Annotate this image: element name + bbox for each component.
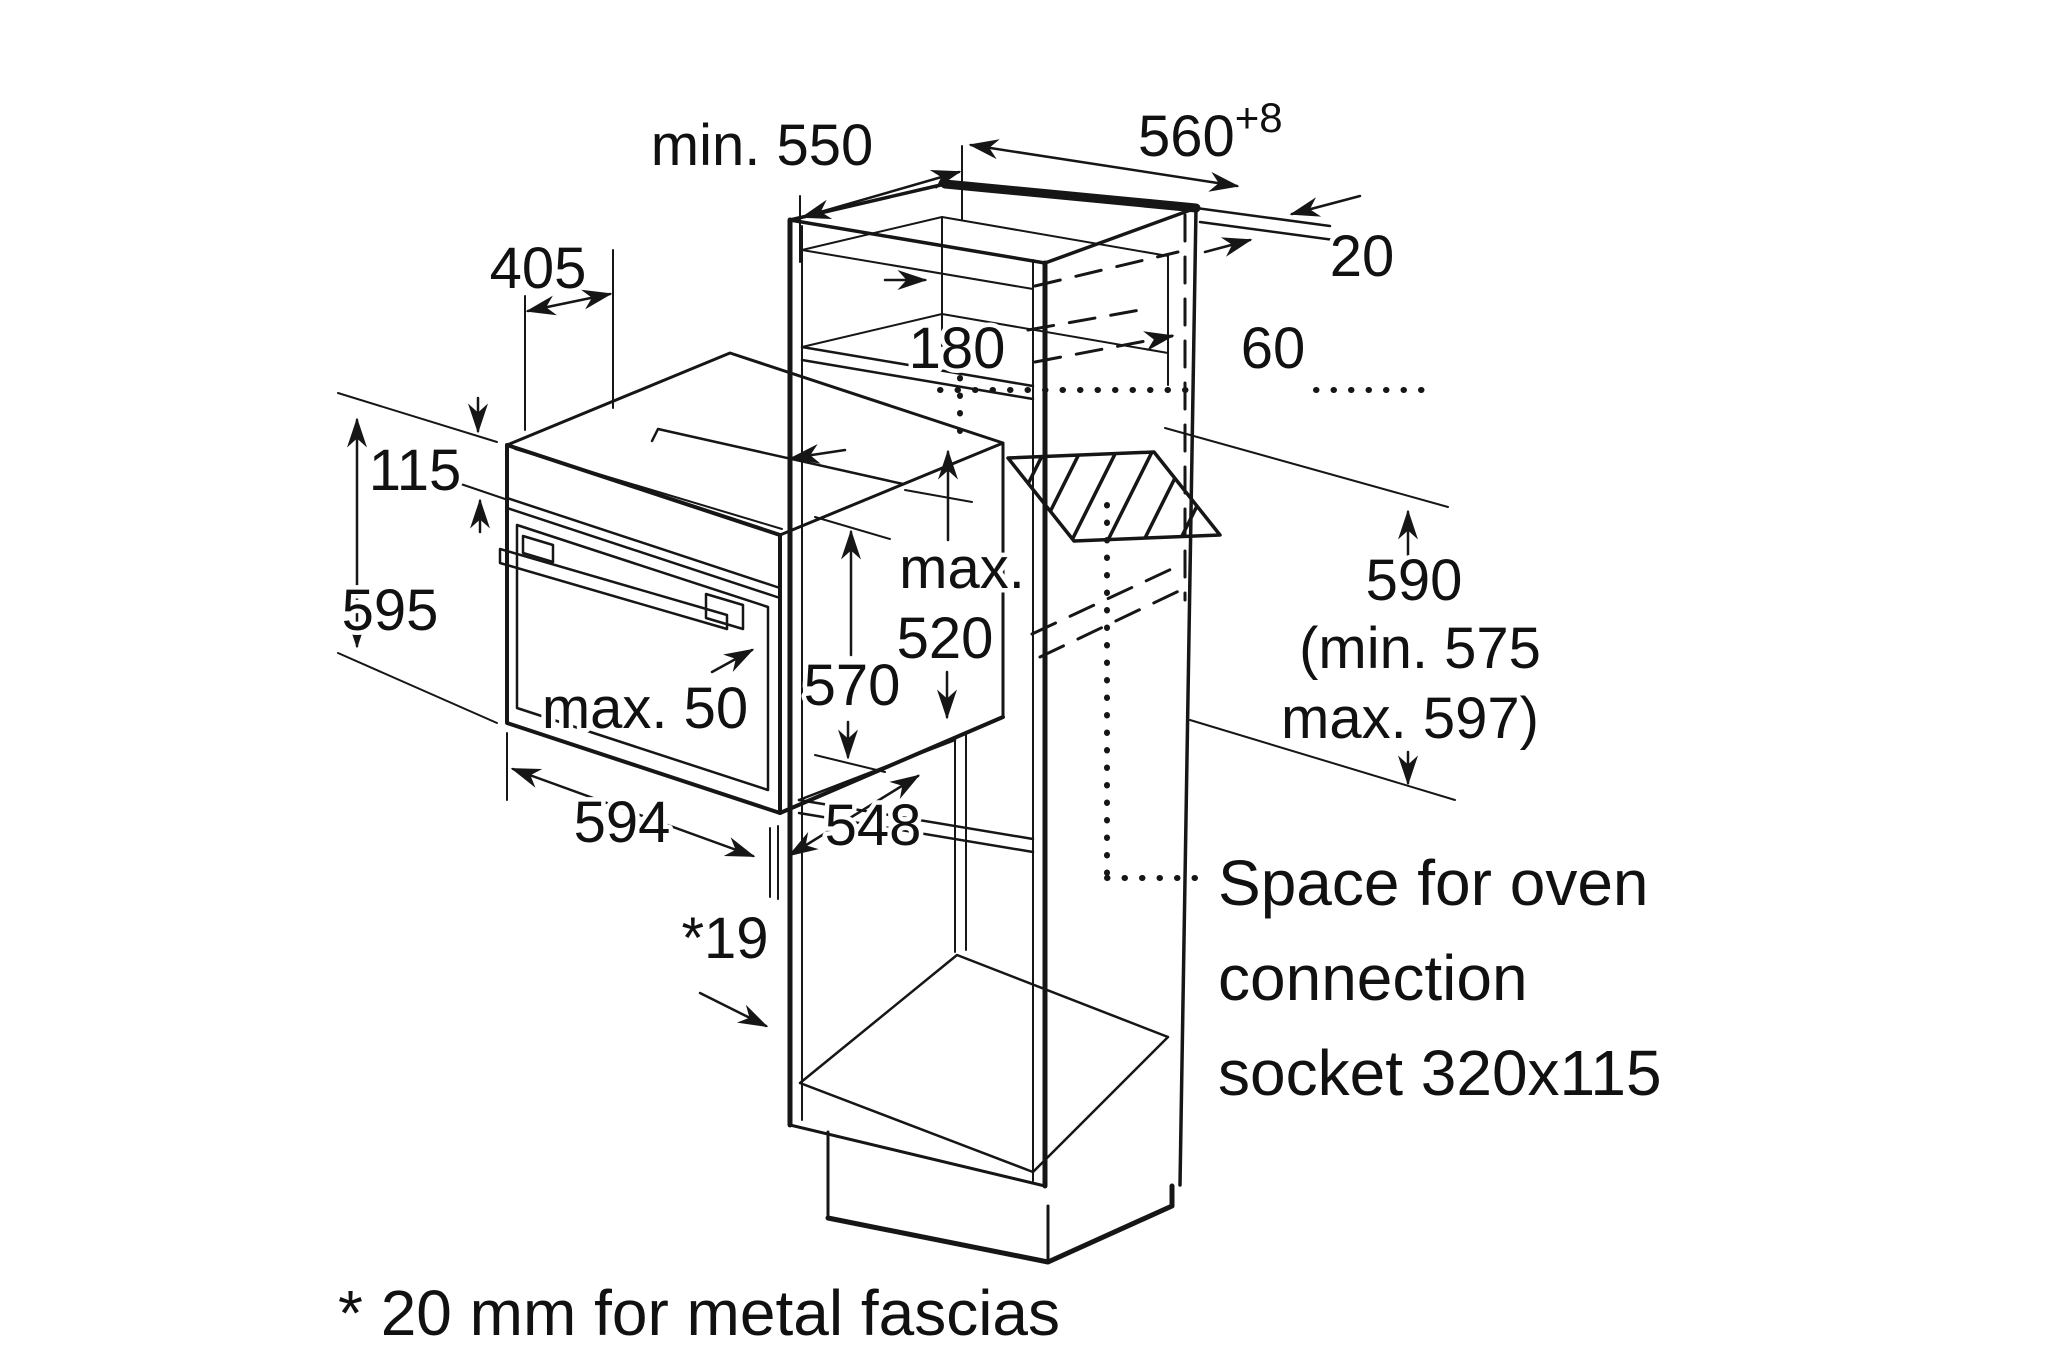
label-520: 520 — [897, 606, 994, 671]
label-19: *19 — [681, 906, 768, 971]
width548-dimension-arrow — [787, 774, 921, 857]
hidden-shelf-edge — [1026, 308, 1142, 332]
shelf-top-edges — [801, 313, 1169, 354]
label-max-word: max. — [899, 536, 1025, 601]
label-60: 60 — [1241, 316, 1306, 381]
label-560-tolerance: +8 — [1235, 94, 1283, 141]
socket-note-line3: socket 320x115 — [1218, 1037, 1662, 1109]
oven-top-lip — [514, 448, 783, 530]
lower-compartment-corner-verticals — [954, 734, 967, 953]
label-560: 560+8 — [1138, 94, 1283, 169]
hidden-niche-bottom-edges — [1030, 564, 1183, 659]
plinth-bottom-edges — [825, 1183, 1175, 1265]
label-548: 548 — [825, 793, 922, 858]
socket-hatch-outline — [1006, 450, 1222, 543]
cabinet-top-back-edge — [940, 179, 1201, 213]
socket-note-line1: Space for oven — [1218, 847, 1649, 919]
height115-lower-tick — [451, 480, 509, 501]
label-590-min: (min. 575 — [1299, 616, 1541, 681]
socket-note-line2: connection — [1218, 942, 1528, 1014]
panel20-edge-lines — [1194, 206, 1336, 242]
dimension-lines — [337, 139, 1456, 1028]
compartment-back-verticals — [941, 216, 1169, 386]
depth405-extension-lines — [524, 249, 614, 431]
label-max-50: max. 50 — [542, 676, 748, 741]
label-115: 115 — [369, 438, 461, 503]
label-min-550: min. 550 — [651, 113, 873, 178]
width594-dimension-arrow — [510, 767, 756, 858]
oven-top-step — [650, 427, 905, 486]
max520-tick — [904, 489, 973, 503]
control-panel-bottom-edges — [505, 496, 782, 600]
socket-leader-dotted — [1104, 502, 1203, 881]
oven-handle-bar — [498, 547, 729, 631]
panel20-lower-arrow — [1203, 237, 1253, 257]
label-590: 590 — [1366, 548, 1463, 613]
gap19-leader-arrow — [698, 991, 769, 1028]
width594-extension-and-gap-lines — [506, 732, 779, 900]
label-560-value: 560 — [1138, 104, 1235, 169]
footnote-text: * 20 mm for metal fascias — [338, 1277, 1060, 1349]
panel20-upper-arrow — [1289, 194, 1362, 217]
niche590-extension-lines — [1164, 427, 1456, 801]
label-180: 180 — [909, 316, 1006, 381]
min550-extension-lines — [799, 145, 963, 263]
oven-top-face — [505, 351, 1005, 537]
hidden-niche-top-edge — [1033, 250, 1180, 288]
note-labels: Space for oven connection socket 320x115… — [334, 843, 1667, 1354]
label-20: 20 — [1330, 224, 1395, 289]
label-594: 594 — [574, 790, 671, 855]
dimension-labels: min. 550 560+8 20 405 115 595 max. 50 57… — [337, 90, 1545, 976]
oven-handle-left-post — [521, 534, 555, 564]
niche-inner-top-edge — [801, 249, 1034, 290]
oven-handle-right-cap — [704, 592, 745, 631]
label-590-max: max. 597) — [1281, 686, 1539, 751]
cabinet-bottom-front-edge — [788, 1123, 1047, 1188]
socket-space — [1006, 450, 1222, 881]
depth570-upper-tick — [814, 516, 891, 540]
label-595: 595 — [342, 578, 439, 643]
max50-leader-arrow — [710, 648, 755, 674]
width560-dimension-arrow — [968, 139, 1240, 192]
hidden-depth-arrow — [1033, 331, 1175, 364]
depth570-lower-tick — [814, 754, 886, 773]
depth405-dimension-arrow — [525, 289, 613, 316]
cabinet-floor-panel — [798, 953, 1170, 1174]
height595-extension-lines — [337, 392, 498, 724]
label-405: 405 — [490, 236, 587, 301]
min550-dimension-arrow — [800, 170, 962, 219]
plinth-verticals — [826, 1130, 1050, 1264]
cabinet-back-right-edge — [1178, 206, 1198, 1187]
niche-left-arrow — [789, 444, 847, 464]
hidden-edges — [1026, 213, 1187, 659]
label-570: 570 — [804, 653, 901, 718]
oven-door — [515, 523, 770, 792]
